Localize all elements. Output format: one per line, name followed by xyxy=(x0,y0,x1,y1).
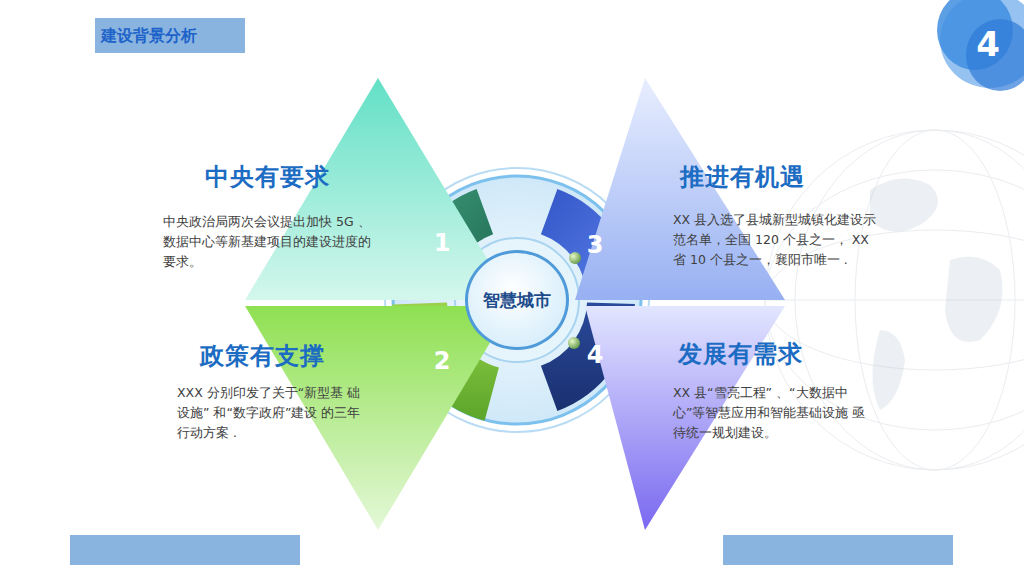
section-body: XX 县入选了县城新型城镇化建设示 范名单，全国 120 个县之一， XX 省 … xyxy=(673,210,883,270)
section-heading: 政策有支撑 xyxy=(200,340,325,372)
segment-number: 3 xyxy=(580,230,610,260)
segment-number: 1 xyxy=(427,228,457,258)
triangle-panel: 政策有支撑 XXX 分别印发了关于“新型基 础设施” 和“数字政府”建设 的三年行… xyxy=(150,304,515,532)
section-heading: 中央有要求 xyxy=(205,161,330,193)
section-body: XX 县“雪亮工程” 、“大数据中 心”等智慧应用和智能基础设施 亟待统一规划建… xyxy=(673,383,869,443)
section-body: 中央政治局两次会议提出加快 5G 、 数据中心等新基建项目的建设进度的 要求。 xyxy=(163,212,375,272)
triangle-panel: 发展有需求 XX 县“雪亮工程” 、“大数据中 心”等智慧应用和智能基础设施 亟待… xyxy=(570,304,890,532)
ring-segment: 3 xyxy=(580,230,610,260)
triangle-shape xyxy=(150,76,515,302)
page-number: 4 xyxy=(966,22,1010,66)
section-heading: 发展有需求 xyxy=(678,338,803,370)
center-label: 智慧城市 xyxy=(483,289,551,312)
center-circle: 智慧城市 xyxy=(465,250,569,350)
section-body: XXX 分别印发了关于“新型基 础设施” 和“数字政府”建设 的三年行动方案 . xyxy=(177,383,365,443)
slide-title: 建设背景分析 xyxy=(95,18,245,53)
ring-segment: 2 xyxy=(427,346,457,376)
segment-number: 2 xyxy=(427,346,457,376)
segment-number: 4 xyxy=(580,340,610,370)
ring-segment: 1 xyxy=(427,228,457,258)
section-heading: 推进有机遇 xyxy=(680,161,805,193)
triangle-panel: 中央有要求中央政治局两次会议提出加快 5G 、 数据中心等新基建项目的建设进度的… xyxy=(150,76,515,302)
ring-segment: 4 xyxy=(580,340,610,370)
triangle-panel: 推进有机遇 XX 县入选了县城新型城镇化建设示 范名单，全国 120 个县之一， … xyxy=(570,76,890,302)
